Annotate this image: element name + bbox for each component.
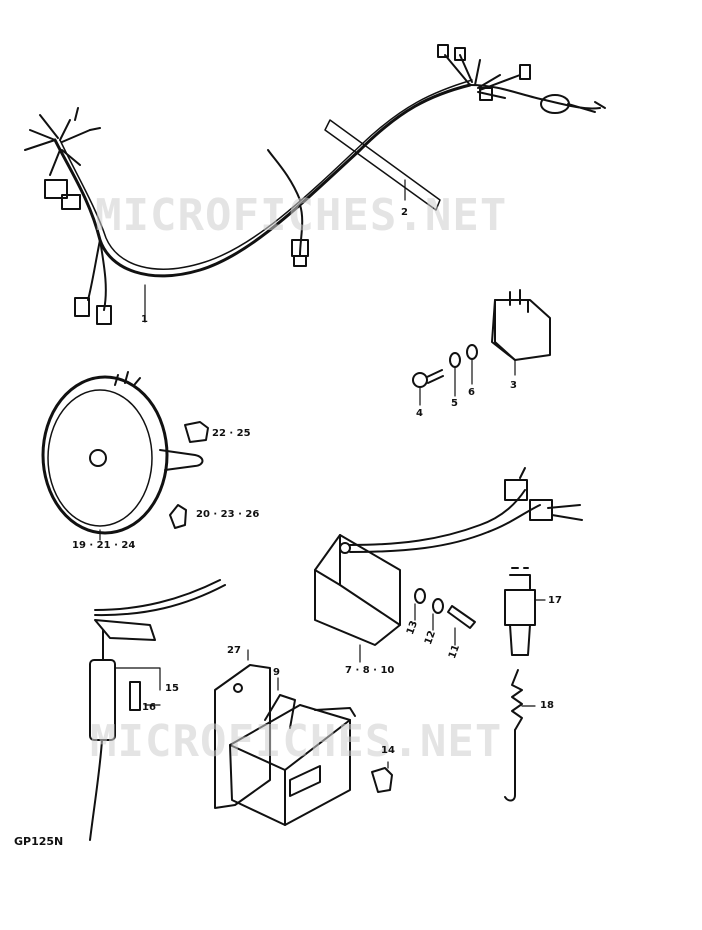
callout-20-23-26: 20 · 23 · 26 [196, 509, 260, 520]
callout-6: 6 [468, 387, 475, 398]
model-code: GP125N [14, 835, 64, 848]
callout-3: 3 [510, 380, 517, 391]
callout-27: 27 [227, 645, 241, 656]
fuse-holder [89, 579, 226, 841]
watermark-top: MICROFICHES.NET [95, 190, 508, 241]
callout-18: 18 [540, 700, 554, 711]
callout-1: 1 [141, 314, 148, 325]
horn [41, 371, 209, 541]
bolt-and-washers [414, 588, 476, 646]
screw-and-washers [412, 344, 478, 406]
callout-16: 16 [142, 702, 156, 713]
callout-14: 14 [381, 745, 395, 756]
callout-2: 2 [401, 207, 408, 218]
harness-strap [324, 119, 441, 211]
control-unit [314, 467, 583, 663]
callout-7-8-10: 7 · 8 · 10 [345, 665, 395, 676]
callout-5: 5 [451, 398, 458, 409]
callout-9: 9 [273, 667, 280, 678]
callout-22-25: 22 · 25 [212, 428, 251, 439]
callout-15: 15 [165, 683, 179, 694]
callout-4: 4 [416, 408, 423, 419]
ignition-unit [214, 649, 356, 826]
watermark-bottom: MICROFICHES.NET [90, 716, 503, 767]
callout-17: 17 [548, 595, 562, 606]
bolt-14 [371, 761, 393, 793]
brake-switch [504, 567, 546, 802]
relay [491, 289, 551, 376]
wiring-harness [24, 44, 606, 325]
callout-19-21-24: 19 · 21 · 24 [72, 540, 136, 551]
